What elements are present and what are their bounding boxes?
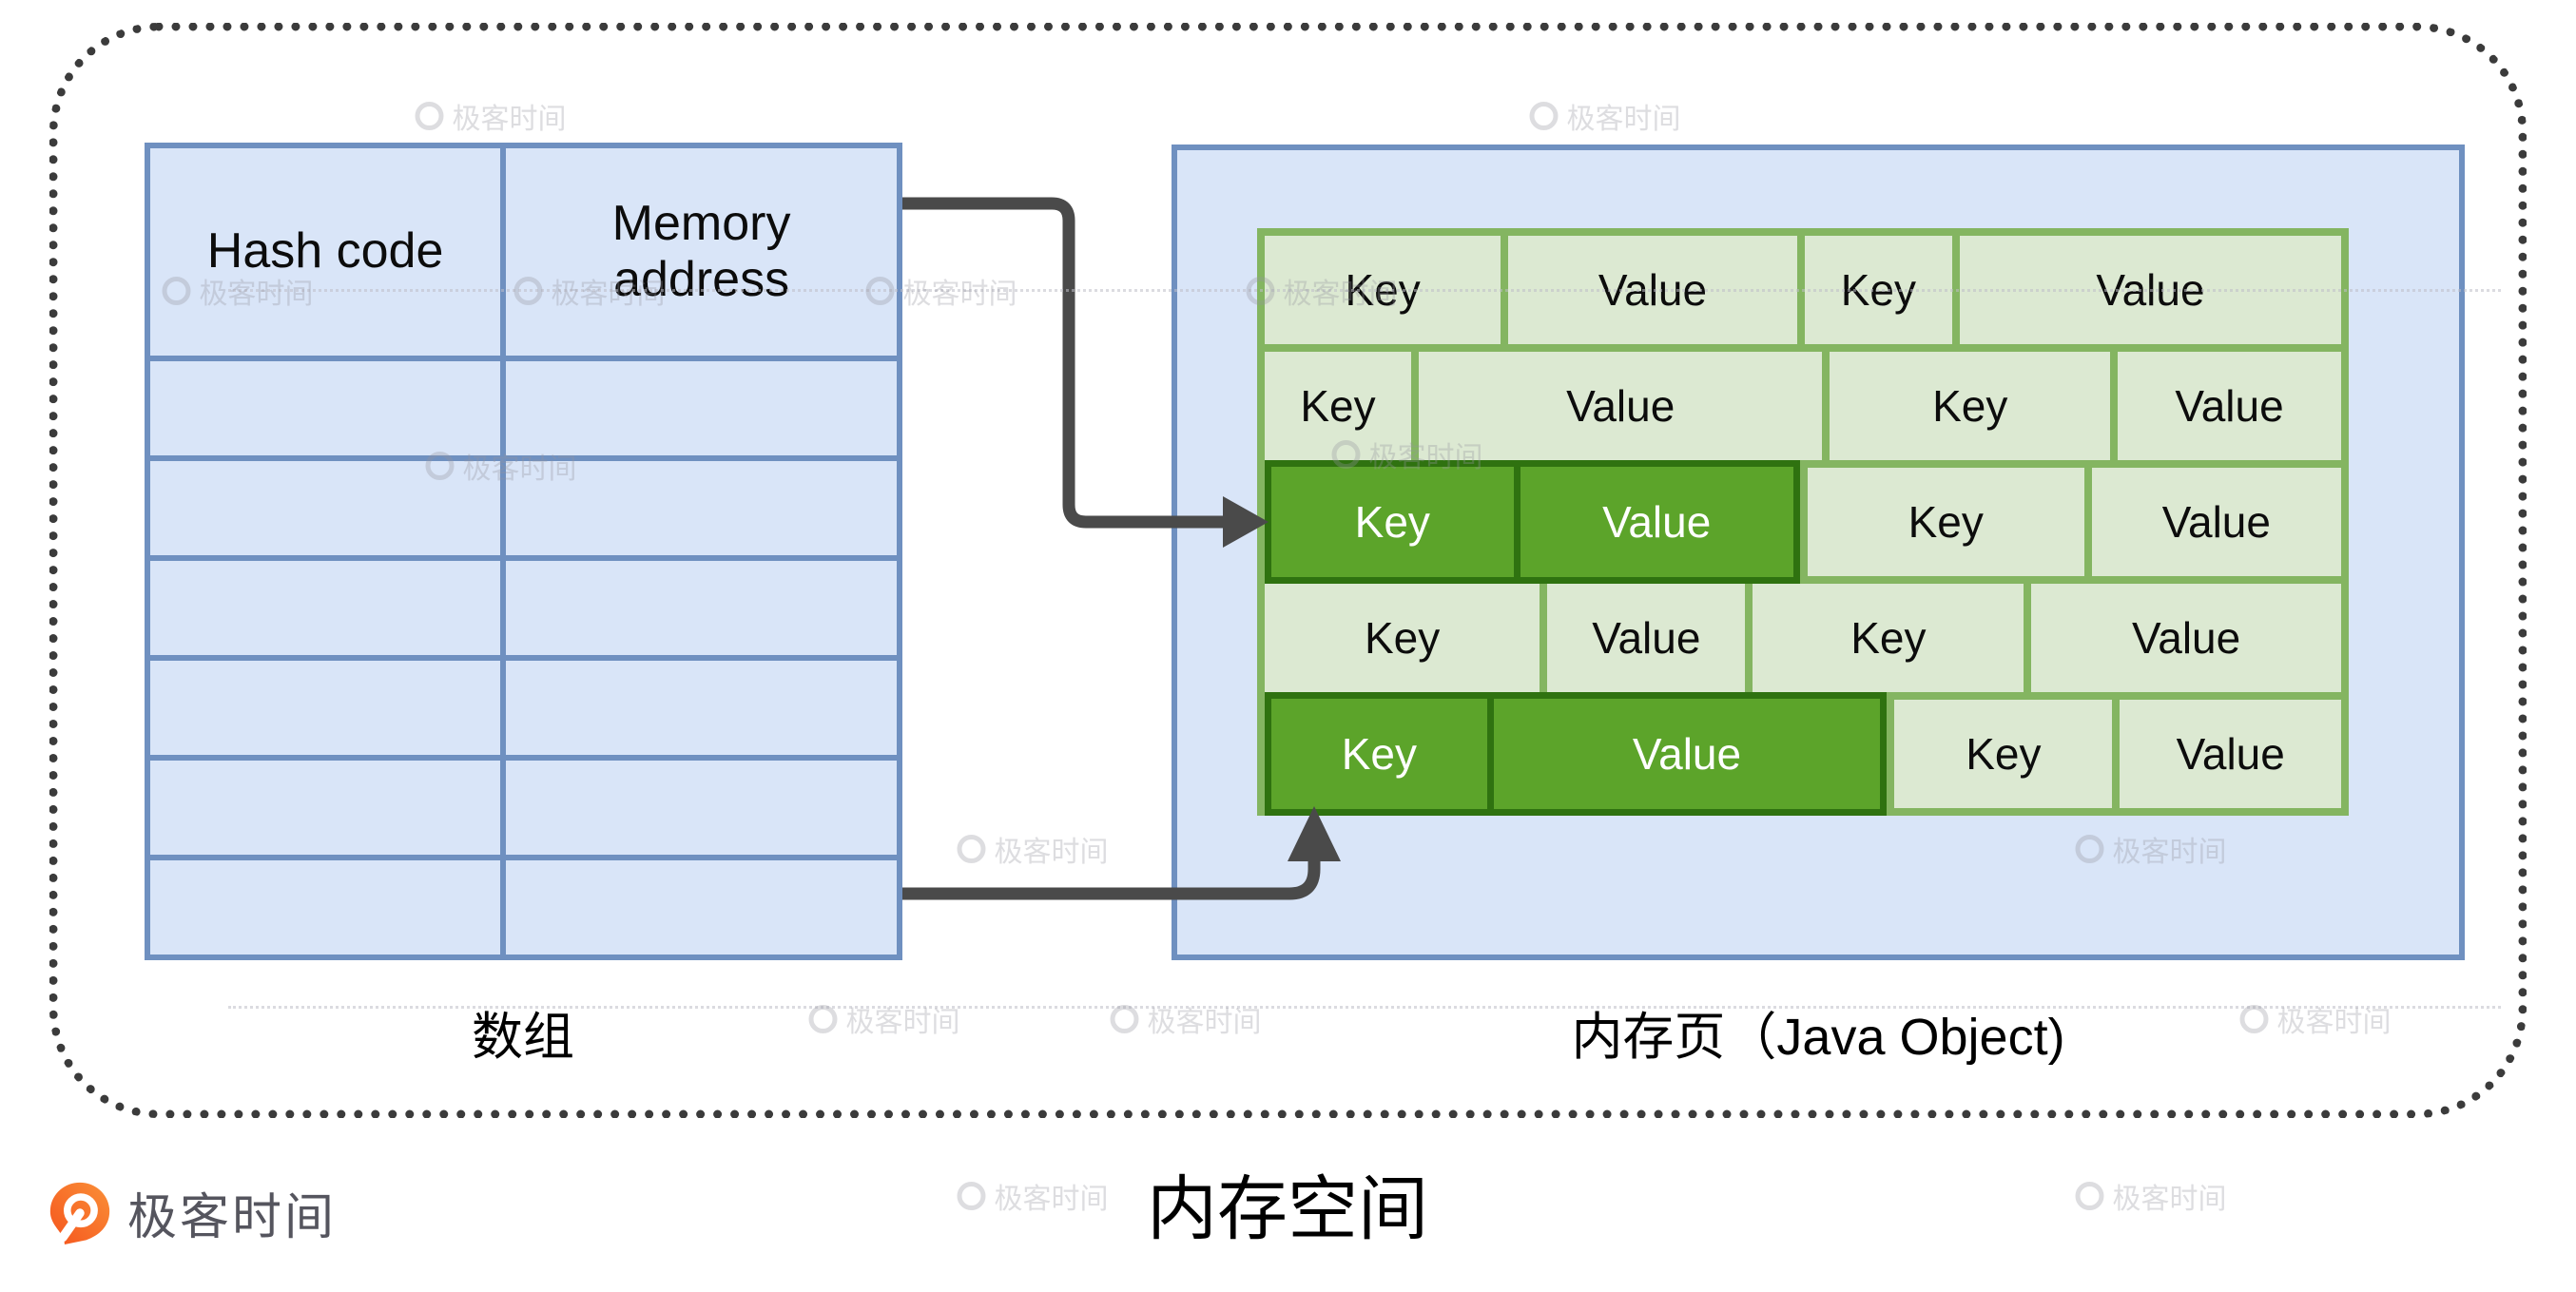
array-empty-cell — [150, 360, 501, 455]
kv-cell-value: Value — [1547, 584, 1746, 692]
array-empty-cell — [506, 560, 897, 655]
kv-cell-key: Key — [1265, 352, 1412, 460]
memory-space-label: 内存空间 — [1147, 1169, 1428, 1248]
watermark-pin-icon — [957, 1182, 986, 1210]
array-empty-cell — [150, 859, 501, 955]
watermark: 极客时间 — [957, 1175, 1109, 1217]
hash-code-header-label: Hash code — [206, 223, 444, 280]
kv-cell-value: Value — [2091, 468, 2341, 576]
kv-cell-key: Key — [1804, 236, 1952, 344]
kv-cell-key: Key — [1830, 352, 2111, 460]
watermark-text: 极客时间 — [994, 1184, 1109, 1215]
geektime-logo: 极客时间 — [48, 1177, 337, 1248]
memory-address-header-label: Memory address — [611, 195, 791, 307]
watermark-pin-icon — [2075, 1182, 2104, 1210]
array-empty-cell — [506, 360, 897, 455]
memory-page-label: 内存页（Java Object) — [1571, 1009, 2065, 1066]
kv-cell-key: Key — [1265, 236, 1501, 344]
kv-cell-value: Value — [1419, 352, 1823, 460]
geektime-logo-text: 极客时间 — [127, 1190, 338, 1245]
memory-address-header-cell: Memory address — [506, 148, 897, 356]
kv-cell-value: Value — [1508, 236, 1797, 344]
array-empty-cell — [150, 760, 501, 855]
kv-cell-value: Value — [2120, 700, 2341, 808]
array-empty-cell — [150, 560, 501, 655]
watermark: 极客时间 — [2075, 1175, 2227, 1217]
array-empty-cell — [506, 460, 897, 555]
kv-cell-value: Value — [2031, 584, 2341, 692]
kv-cell-key: Key — [1753, 584, 2024, 692]
array-empty-cell — [150, 660, 501, 755]
kv-cell-value: Value — [1959, 236, 2341, 344]
kv-cell-key: Key — [1265, 584, 1540, 692]
hash-array-table: Hash code Memory address — [145, 143, 902, 960]
array-empty-cell — [506, 760, 897, 855]
array-empty-cell — [506, 660, 897, 755]
kv-cell-key-highlighted: Key — [1271, 699, 1487, 809]
kv-cell-value-highlighted: Value — [1493, 699, 1881, 809]
hash-code-header-cell: Hash code — [150, 148, 501, 356]
kv-cell-key: Key — [1894, 700, 2113, 808]
kv-cell-key: Key — [1807, 468, 2084, 576]
array-label: 数组 — [472, 1009, 574, 1066]
array-empty-cell — [150, 460, 501, 555]
kv-cell-key-highlighted: Key — [1271, 467, 1514, 577]
array-empty-cell — [506, 859, 897, 955]
kv-cell-value: Value — [2118, 352, 2341, 460]
kv-cell-value-highlighted: Value — [1520, 467, 1793, 577]
watermark-text: 极客时间 — [2112, 1184, 2227, 1215]
geektime-pin-icon — [49, 1182, 110, 1244]
